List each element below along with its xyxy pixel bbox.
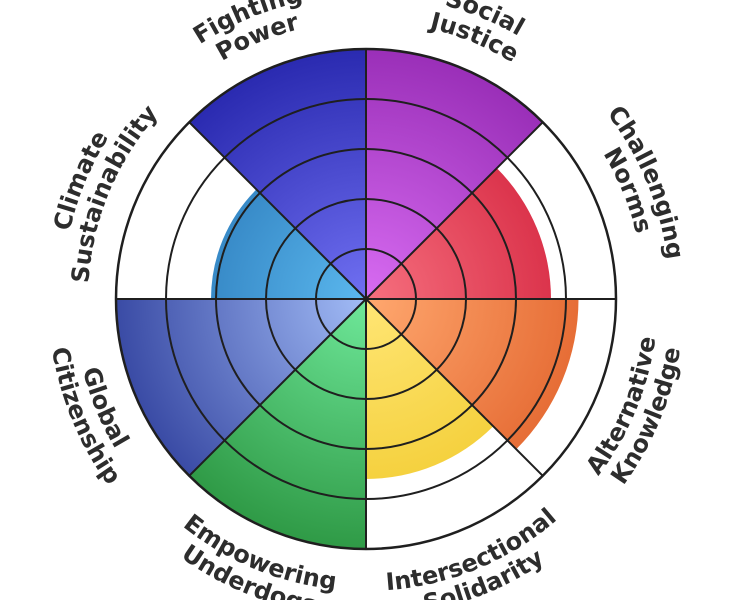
sector-intersectional-solidarity (366, 299, 494, 479)
sector-alternative-knowledge (366, 299, 579, 450)
sector-social-justice (366, 49, 543, 299)
radial-divider (188, 298, 367, 477)
radial-divider (365, 121, 544, 300)
sector-global-citizenship (116, 299, 366, 476)
sectors-layer (116, 49, 579, 549)
sector-climate-sustainability (211, 189, 366, 299)
sector-empowering-underdogs (189, 299, 366, 549)
radial-divider (188, 121, 367, 300)
radial-divider (365, 298, 544, 477)
grid-layer (114, 47, 618, 551)
sector-fighting-power (189, 49, 366, 299)
sector-challenging-norms (366, 168, 552, 299)
